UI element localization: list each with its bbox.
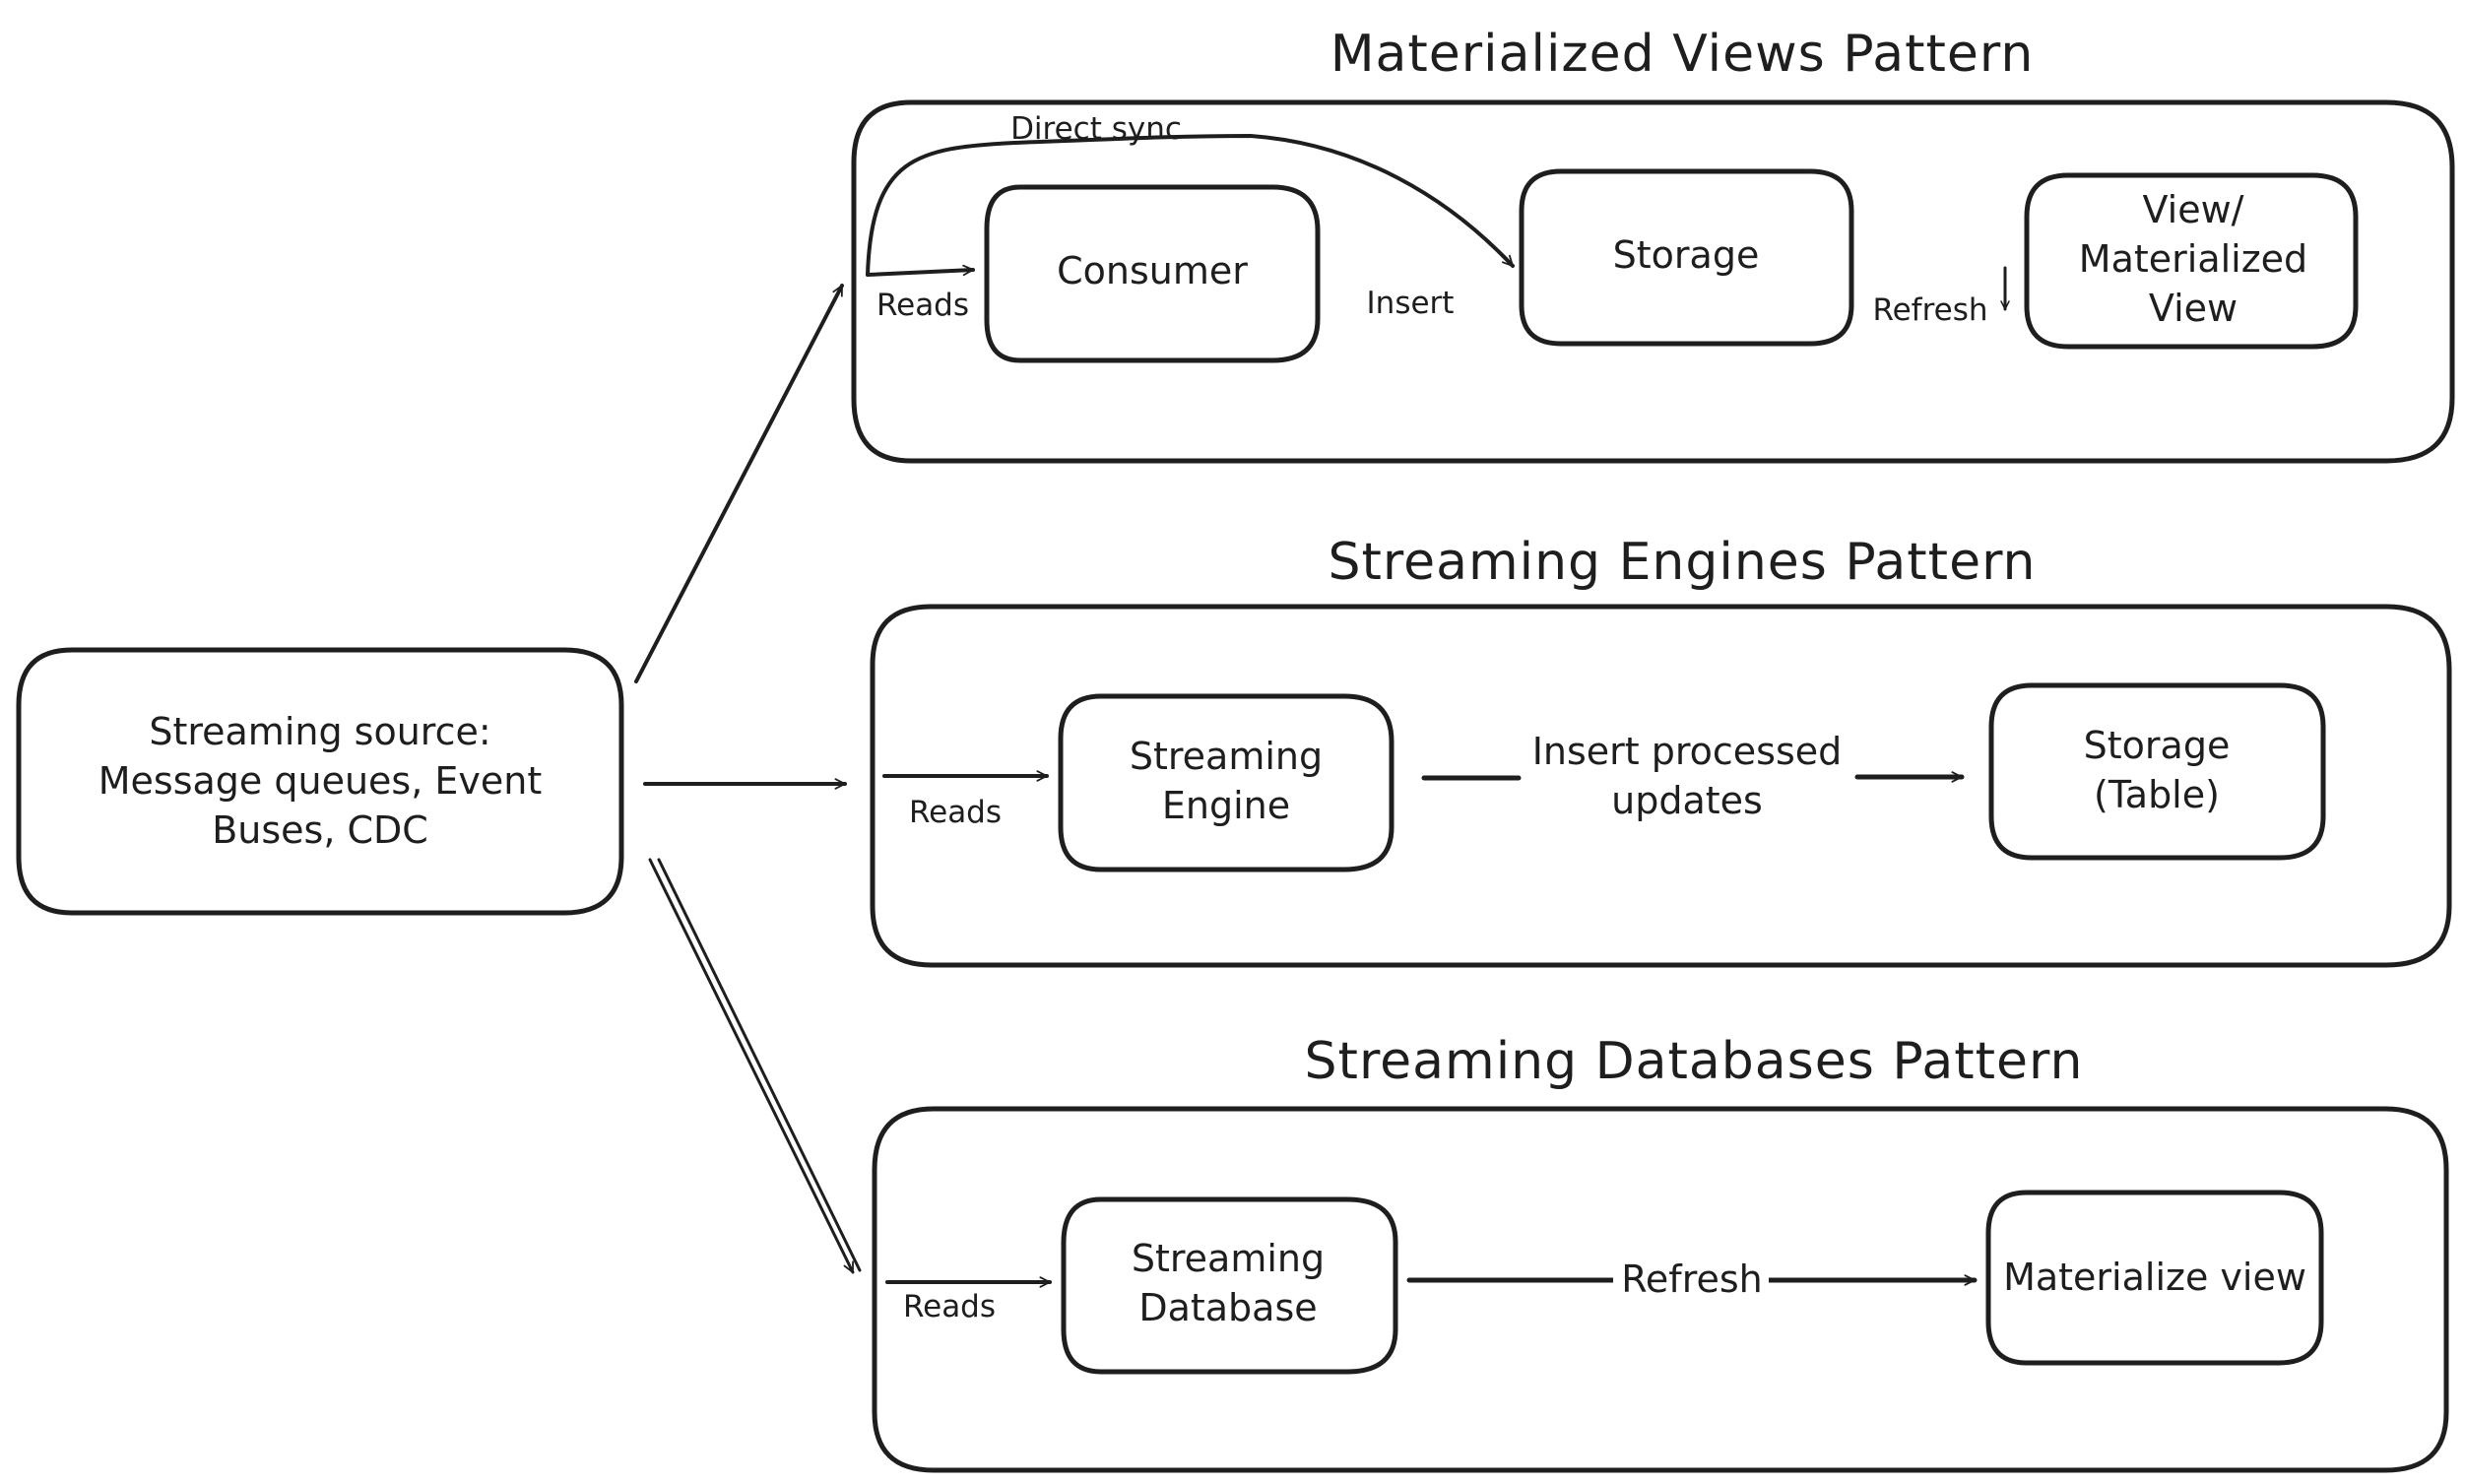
materialized-view-line-2: Materialized [2079, 237, 2307, 281]
streaming-source-line-2: Message queues, Event [98, 759, 543, 803]
source-to-streaming-databases-arrow-2 [657, 858, 862, 1272]
storage-node [1519, 168, 1854, 347]
streaming-source-line-3: Buses, CDC [212, 808, 428, 852]
materialized-refresh-label: Refresh [1872, 292, 1987, 328]
streaming-database-line-2: Database [1138, 1286, 1317, 1329]
materialized-reads-arrow [866, 264, 975, 277]
streaming-engines-title: Streaming Engines Pattern [1328, 533, 2036, 592]
materialized-view-line-1: View/ [2143, 188, 2244, 231]
consumer-node [984, 184, 1321, 363]
streaming-engines-container [870, 604, 2452, 968]
storage-label: Storage [1613, 233, 1760, 277]
streaming-databases-reads-label: Reads [903, 1289, 996, 1324]
streaming-databases-refresh-label: Refresh [1621, 1258, 1763, 1301]
streaming-source-node [16, 647, 624, 916]
direct-sync-arrow [866, 134, 1515, 277]
materialized-views-title: Materialized Views Pattern [1330, 25, 2035, 84]
storage-table-node [1988, 682, 2326, 861]
consumer-label: Consumer [1057, 249, 1248, 292]
refresh-label-background [1613, 1251, 1769, 1304]
insert-processed-line-1: Insert processed [1532, 730, 1843, 773]
direct-sync-label: Direct sync [1010, 111, 1182, 147]
streaming-engine-line-1: Streaming [1130, 735, 1323, 778]
materialized-reads-label: Reads [876, 288, 969, 323]
storage-table-line-2: (Table) [2094, 773, 2220, 816]
streaming-databases-title: Streaming Databases Pattern [1305, 1032, 2084, 1091]
streaming-database-node [1061, 1196, 1398, 1375]
materialized-view-node [2024, 172, 2359, 350]
streaming-source-line-1: Streaming source: [149, 710, 490, 753]
materialize-view-node [1985, 1190, 2324, 1366]
materialized-views-container [851, 99, 2455, 464]
streaming-engine-line-2: Engine [1162, 784, 1290, 827]
streaming-databases-container [872, 1106, 2449, 1473]
materialize-view-label: Materialize view [2003, 1256, 2306, 1299]
source-to-streaming-databases-arrow-1 [648, 858, 855, 1274]
materialized-view-line-3: View [2149, 287, 2238, 330]
insert-processed-line-2: updates [1611, 779, 1763, 822]
streaming-engine-node [1058, 693, 1395, 872]
streaming-database-line-1: Streaming [1132, 1237, 1325, 1280]
storage-table-line-1: Storage [2084, 724, 2231, 767]
insert-label: Insert [1367, 286, 1455, 321]
source-to-materialized-arrow [634, 284, 844, 683]
streaming-engines-reads-label: Reads [909, 795, 1002, 830]
